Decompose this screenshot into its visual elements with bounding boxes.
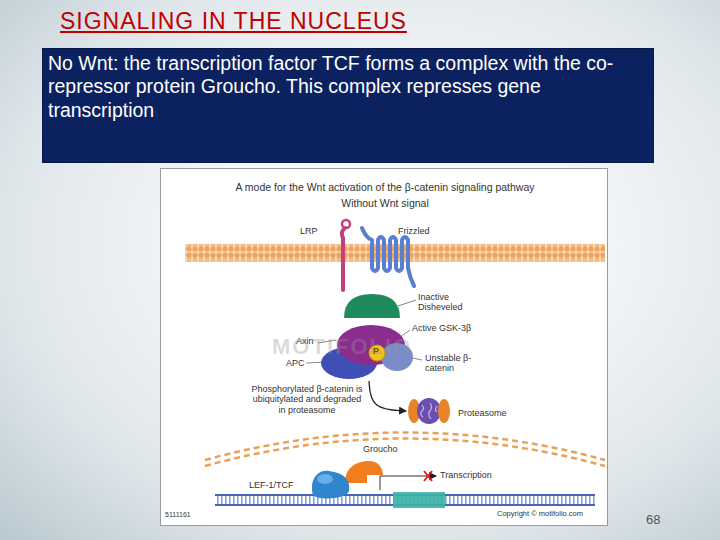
proteasome: Proteasome: [406, 395, 452, 427]
block-mark: [424, 471, 432, 481]
groucho-protein: [345, 461, 383, 483]
gsk3-protein: [381, 343, 413, 371]
leader-line: [396, 330, 410, 340]
process-label: Transcription: [440, 470, 492, 480]
leader-line: [398, 300, 416, 306]
protein-label: APC: [286, 358, 305, 368]
node-label: Groucho: [363, 444, 398, 454]
slide-title: SIGNALING IN THE NUCLEUS: [60, 8, 407, 35]
nuclear-envelope: [205, 433, 605, 461]
node-label: A mode for the Wnt activation of the β-c…: [161, 181, 609, 193]
protein-label: Active GSK-3β: [412, 323, 471, 333]
proteasome-cap: [438, 399, 450, 423]
node-label: Without Wnt signal: [161, 197, 609, 209]
proteasome-outline: [406, 395, 452, 427]
text-panel: No Wnt: the transcription factor TCF for…: [42, 48, 654, 163]
tcf-protein: [312, 471, 349, 499]
tcf-factor: LEF-1/TCF: [309, 465, 353, 499]
body-text: No Wnt: the transcription factor TCF for…: [48, 52, 648, 122]
degradation-arrow: [369, 381, 406, 411]
groucho-corepressor-outline: [343, 459, 385, 485]
nuclear-envelope: [205, 439, 605, 467]
destruction-complex-outline: [319, 323, 419, 381]
protein-label: Axin: [296, 336, 314, 346]
groucho-corepressor: Groucho: [343, 459, 385, 485]
tcf-factor-outline: [309, 465, 353, 499]
protein-label: Frizzled: [398, 226, 430, 236]
node-label: Proteasome: [458, 408, 507, 418]
lrp-head: [342, 220, 350, 228]
cell-membrane: [185, 244, 605, 262]
figure-id: 5111161: [165, 511, 191, 519]
tcf-highlight: [317, 474, 333, 484]
leader-line: [384, 352, 422, 360]
beta-catenin: [369, 345, 385, 361]
frizzled-receptor: [362, 228, 414, 286]
proteasome-core: [417, 398, 441, 424]
dna-strand: [215, 494, 595, 496]
disheveled-protein: [344, 294, 400, 318]
dna-strand: [215, 504, 595, 506]
process-note: Phosphorylated β-catenin is ubiquitylate…: [248, 384, 366, 415]
copyright-note: Copyright © motifolio.com: [497, 510, 583, 519]
page-number: 68: [646, 513, 660, 528]
protein-label: LRP: [300, 226, 318, 236]
node-label: LEF-1/TCF: [249, 480, 294, 490]
leader-line: [306, 362, 326, 363]
peptide-fragments: [421, 403, 437, 419]
lipid-bilayer: [185, 244, 605, 262]
target-gene: [393, 492, 445, 508]
dna-rungs: [215, 495, 595, 505]
node-label: Unstable β-catenin: [425, 353, 485, 374]
block-mark: [424, 471, 432, 481]
transcription-arrow: [380, 476, 436, 490]
lrp-receptor: [342, 228, 345, 290]
figure-panel: A mode for the Wnt activation of the β-c…: [160, 168, 608, 526]
protein-label: Inactive Disheveled: [418, 292, 480, 313]
destruction-complex: Unstable β-catenin: [319, 323, 419, 381]
leader-line: [318, 340, 336, 343]
